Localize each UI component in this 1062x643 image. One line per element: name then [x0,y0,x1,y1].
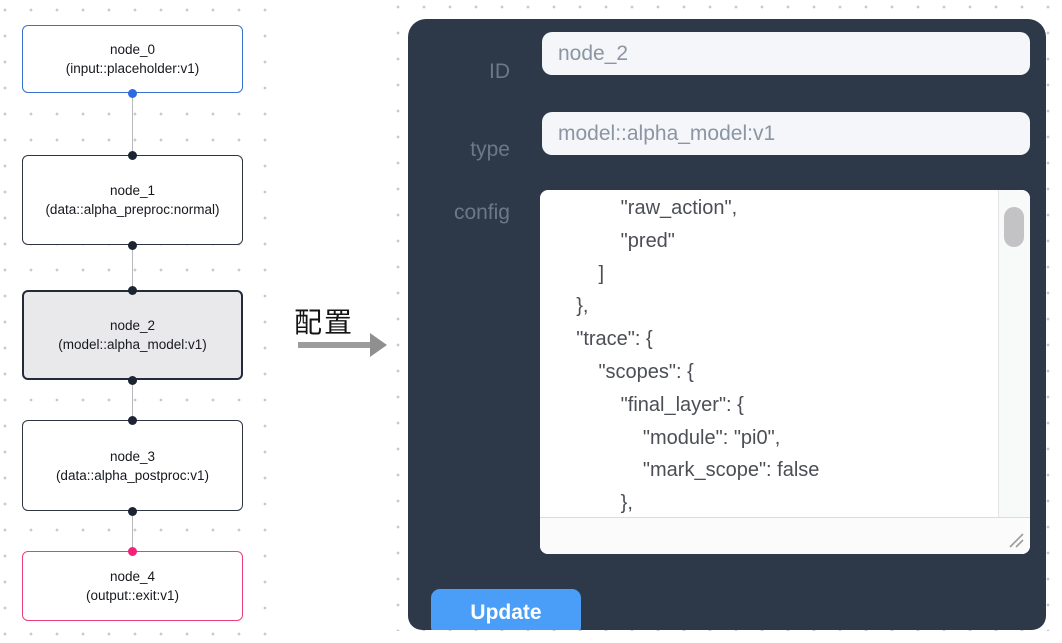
edge-connector [131,245,133,290]
edge-connector [131,380,133,420]
flow-node-node_0[interactable]: node_0 (input::placeholder:v1) [22,25,243,93]
config-json-text: "raw_action", "pred" ] }, "trace": { "sc… [576,197,820,547]
scrollbar-thumb[interactable] [1004,207,1024,247]
node-handle-target[interactable] [127,150,137,160]
transition-label: 配置 [294,307,355,338]
node-handle-source[interactable] [127,375,137,385]
config-field-label: config [453,201,510,224]
type-input[interactable] [542,112,1030,155]
node-handle-source[interactable] [127,88,137,98]
config-editor[interactable]: "raw_action", "pred" ] }, "trace": { "sc… [540,190,1030,554]
node-handle-source[interactable] [127,240,137,250]
node-handle-target[interactable] [127,285,137,295]
node-subtitle: (model::alpha_model:v1) [58,337,207,352]
node-handle-source[interactable] [127,506,137,516]
node-subtitle: (data::alpha_preproc:normal) [45,202,220,217]
flow-node-node_1[interactable]: node_1 (data::alpha_preproc:normal) [22,155,243,245]
arrow-right-icon [298,342,372,348]
update-button[interactable]: Update [431,589,581,630]
node-handle-target[interactable] [127,415,137,425]
node-subtitle: (output::exit:v1) [85,588,180,603]
node-title: node_1 [109,183,156,198]
node-subtitle: (input::placeholder:v1) [65,61,200,76]
resize-grip-icon[interactable] [1007,531,1025,549]
id-field-label: ID [489,60,510,83]
type-field-label: type [470,138,510,161]
flow-node-node_2-selected[interactable]: node_2 (model::alpha_model:v1) [22,290,243,380]
flow-node-node_3[interactable]: node_3 (data::alpha_postproc:v1) [22,420,243,511]
node-title: node_2 [109,318,156,333]
panel-canvas: ID type config "raw_action", "pred" ] },… [375,0,1062,631]
flow-canvas: node_0 (input::placeholder:v1) node_1 (d… [0,0,270,643]
edge-connector [131,93,133,155]
node-config-panel: ID type config "raw_action", "pred" ] },… [408,19,1046,630]
node-handle-target[interactable] [127,546,137,556]
node-title: node_4 [109,569,156,584]
edge-connector [131,511,133,551]
id-input[interactable] [542,32,1030,75]
flow-node-node_4[interactable]: node_4 (output::exit:v1) [22,551,243,621]
node-title: node_3 [109,448,156,464]
scrollbar-track[interactable] [998,190,1030,554]
node-subtitle: (data::alpha_postproc:v1) [55,467,210,483]
scrollbar-corner [540,517,1030,554]
node-title: node_0 [109,42,156,57]
